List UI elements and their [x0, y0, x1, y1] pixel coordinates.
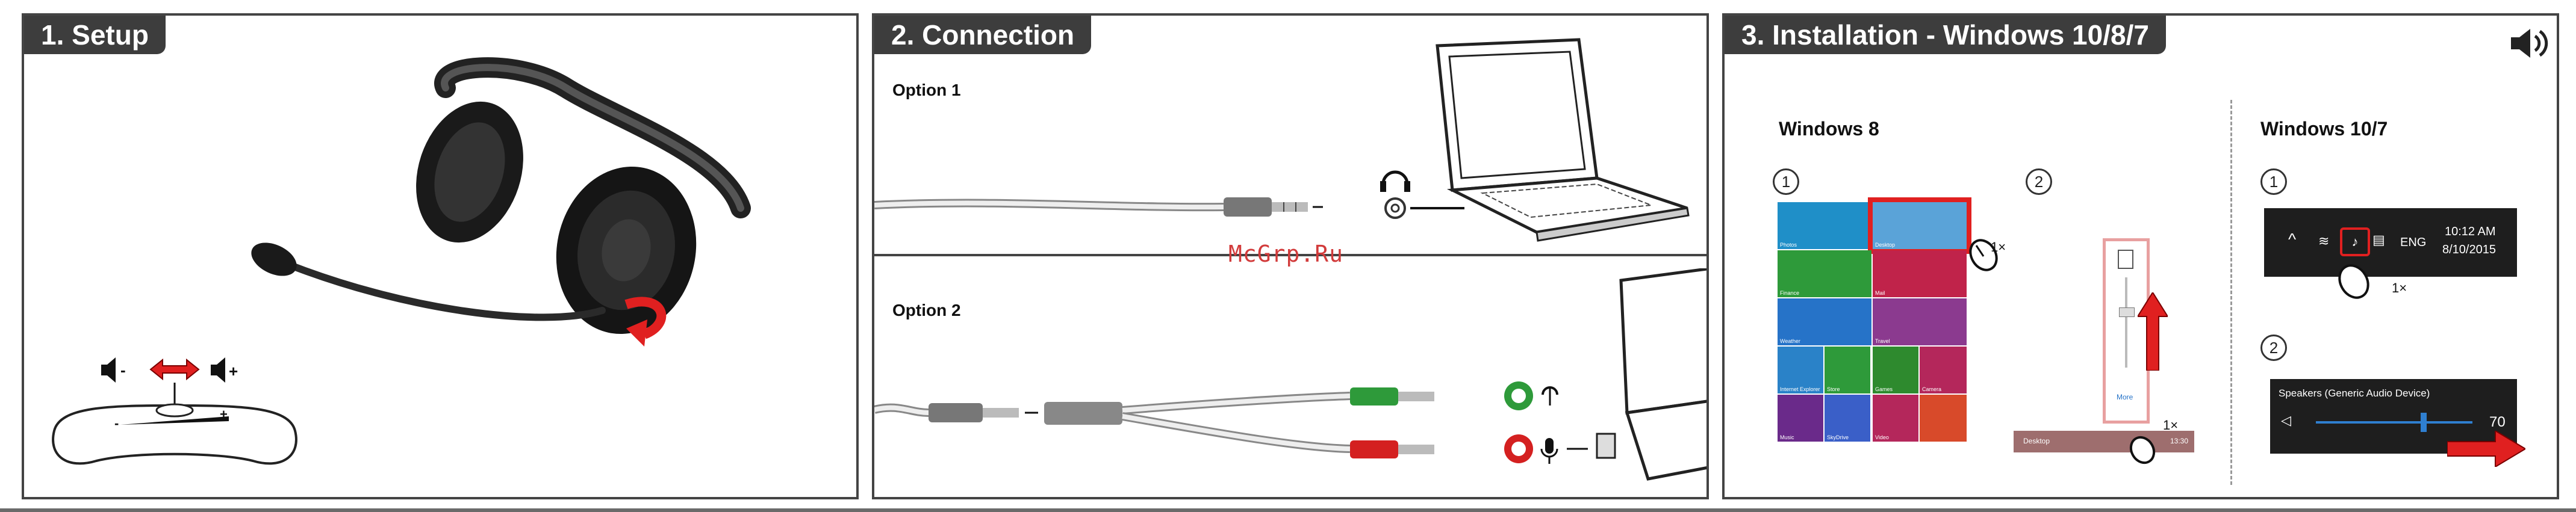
- mouse-click-icon-3: [2338, 264, 2369, 299]
- clock-time[interactable]: 10:12 AM: [2445, 225, 2496, 238]
- language-indicator[interactable]: ENG: [2400, 236, 2427, 249]
- tile-video[interactable]: Video: [1873, 395, 1918, 442]
- page-bottom-rule: [0, 508, 2576, 512]
- win8-taskbar-desktop[interactable]: Desktop: [2023, 437, 2050, 445]
- notification-icon[interactable]: ▤: [2372, 232, 2385, 247]
- tile-store[interactable]: Store: [1825, 347, 1870, 393]
- mouse-click-icon: [1969, 239, 1998, 271]
- win8-click1-label: 1×: [1991, 239, 2006, 254]
- win10-taskbar: ^ ≋ ♪ ▤ ENG 10:12 AM 8/10/2015: [2264, 208, 2517, 277]
- win8-taskbar: Desktop 13:30: [2014, 431, 2194, 452]
- svg-text:-: -: [120, 361, 126, 379]
- mixer-slider-track[interactable]: [2125, 277, 2127, 368]
- volume-slider-track[interactable]: [2316, 421, 2472, 424]
- volume-slider-thumb[interactable]: [2421, 413, 2427, 432]
- right-arrow-icon: [2447, 431, 2525, 467]
- win10-step2-badge: 2: [2260, 335, 2287, 361]
- win8-click2-label: 1×: [2163, 418, 2179, 433]
- option1-illustration: [874, 38, 1690, 242]
- taskbar-speaker-icon[interactable]: ♪: [2340, 227, 2370, 256]
- option2-label: Option 2: [892, 301, 961, 319]
- windows10-heading: Windows 10/7: [2260, 118, 2388, 140]
- volume-plus-label: +: [220, 407, 228, 422]
- clock-date[interactable]: 8/10/2015: [2442, 243, 2496, 256]
- headphone-icon: [1380, 170, 1410, 192]
- installation-title: 3. Installation - Windows 10/8/7: [1725, 16, 2166, 54]
- windows8-heading: Windows 8: [1779, 118, 1879, 140]
- volume-value: 70: [2489, 414, 2506, 430]
- device-name[interactable]: Speakers (Generic Audio Device): [2279, 387, 2430, 399]
- tile-weather[interactable]: Weather: [1778, 298, 1871, 345]
- speaker-icon: [2511, 29, 2548, 58]
- chevron-up-icon[interactable]: ^: [2288, 230, 2297, 248]
- microphone-icon: [1540, 438, 1558, 464]
- tile-mail[interactable]: Mail: [1873, 250, 1967, 297]
- volume-control-illustration: - +: [52, 357, 297, 465]
- win8-taskbar-time: 13:30: [2170, 437, 2188, 445]
- tile-games[interactable]: Games: [1873, 347, 1918, 393]
- svg-text:+: +: [229, 362, 238, 380]
- tile-music[interactable]: Music: [1778, 395, 1823, 442]
- tile-finance[interactable]: Finance: [1778, 250, 1871, 297]
- mixer-slider-thumb[interactable]: [2119, 307, 2135, 317]
- up-arrow-icon: [2138, 292, 2168, 371]
- setup-title: 1. Setup: [24, 16, 166, 54]
- win10-click-label: 1×: [2392, 280, 2407, 295]
- mixer-more-link[interactable]: More: [2117, 393, 2133, 401]
- tile-camera[interactable]: Camera: [1920, 347, 1967, 393]
- headset-illustration: [251, 57, 751, 347]
- tile-travel[interactable]: Travel: [1873, 298, 1967, 345]
- connection-title: 2. Connection: [874, 16, 1092, 54]
- tile-photos[interactable]: Photos: [1778, 202, 1871, 249]
- headphone-output-icon: [1542, 386, 1558, 406]
- mouse-click-icon-2: [2129, 436, 2156, 464]
- options-divider: [874, 254, 1706, 256]
- slide-arrow-icon: [149, 358, 200, 381]
- volume-minus-label: -: [114, 416, 119, 431]
- mixer-device-icon: [2118, 250, 2133, 269]
- win10-step1-badge: 1: [2260, 168, 2287, 195]
- laptop-side-icon: [1596, 268, 1706, 481]
- win8-step1-badge: 1: [1773, 168, 1799, 195]
- connection-panel: 2. Connection Option 1 Option 2: [872, 13, 1709, 499]
- flyout-speaker-icon[interactable]: ◁: [2281, 413, 2291, 428]
- section-separator: [2230, 100, 2232, 485]
- win8-step2-badge: 2: [2026, 168, 2052, 195]
- tile-desktop[interactable]: Desktop: [1868, 197, 1971, 254]
- installation-panel: 3. Installation - Windows 10/8/7 Windows…: [1722, 13, 2559, 499]
- laptop-icon: [1436, 38, 1690, 242]
- setup-panel: 1. Setup - +: [22, 13, 859, 499]
- win8-start-screen: Photos Desktop Finance Mail Weather Trav…: [1778, 197, 1971, 443]
- tile-headphones[interactable]: [1920, 395, 1967, 442]
- option2-illustration: [874, 268, 1706, 481]
- tile-skydrive[interactable]: SkyDrive: [1825, 395, 1870, 442]
- option1-label: Option 1: [892, 81, 961, 99]
- watermark: McGrp.Ru: [1228, 241, 1344, 267]
- tile-internet-explorer[interactable]: Internet Explorer: [1778, 347, 1823, 393]
- volume-down-icon: -: [101, 357, 126, 383]
- volume-up-icon: +: [211, 357, 238, 383]
- network-icon[interactable]: ≋: [2318, 233, 2330, 248]
